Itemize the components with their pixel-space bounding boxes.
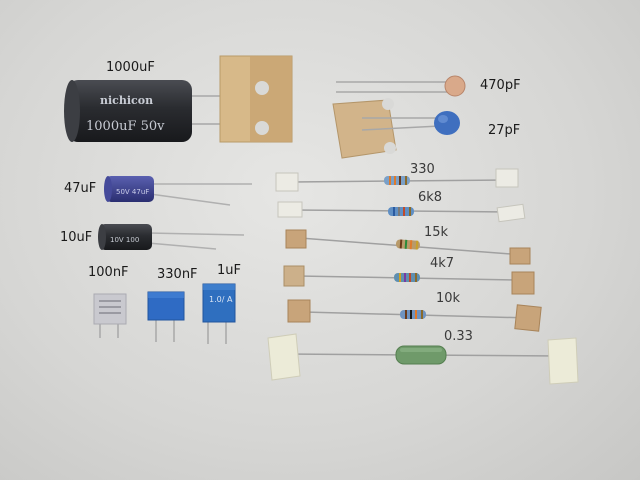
label-100nf: 100nF bbox=[88, 265, 129, 280]
label-10uf: 10uF bbox=[60, 230, 93, 245]
label-10k: 10k bbox=[436, 291, 461, 306]
capacitor-1000uf-brand: nichicon bbox=[100, 94, 153, 107]
label-47uf: 47uF bbox=[64, 181, 97, 196]
resistor-0-33 bbox=[267, 333, 579, 385]
resistor-6k8 bbox=[277, 201, 526, 223]
label-27pf: 27pF bbox=[488, 123, 521, 138]
label-330nf: 330nF bbox=[157, 267, 198, 282]
resistor-330 bbox=[275, 168, 519, 192]
capacitor-100nf bbox=[93, 293, 127, 338]
resistor-10k bbox=[287, 299, 542, 332]
label-1uf: 1uF bbox=[217, 263, 241, 278]
capacitor-10uf: 10V 100 bbox=[98, 224, 245, 250]
label-330: 330 bbox=[410, 162, 435, 177]
label-4k7: 4k7 bbox=[430, 256, 455, 271]
label-470pf: 470pF bbox=[480, 78, 521, 93]
capacitor-47uf-marking: 50V 47uF bbox=[116, 188, 149, 196]
capacitor-1uf: 1.0/ A bbox=[202, 283, 236, 344]
label-15k: 15k bbox=[424, 225, 449, 240]
capacitor-10uf-marking: 10V 100 bbox=[110, 236, 139, 244]
label-0-33: 0.33 bbox=[444, 329, 473, 344]
resistor-4k7 bbox=[283, 265, 535, 295]
capacitor-470pf bbox=[336, 75, 466, 97]
capacitor-1000uf-rating: 1000uF 50v bbox=[86, 119, 165, 134]
capacitor-1uf-marking: 1.0/ A bbox=[209, 295, 233, 304]
capacitor-47uf: 50V 47uF bbox=[104, 176, 252, 206]
resistor-15k bbox=[285, 229, 531, 265]
label-6k8: 6k8 bbox=[418, 190, 443, 205]
capacitor-330nf bbox=[147, 291, 185, 342]
capacitor-27pf bbox=[332, 98, 460, 159]
label-1000uf: 1000uF bbox=[106, 60, 155, 75]
capacitor-1000uf: nichicon 1000uF 50v bbox=[64, 55, 293, 143]
